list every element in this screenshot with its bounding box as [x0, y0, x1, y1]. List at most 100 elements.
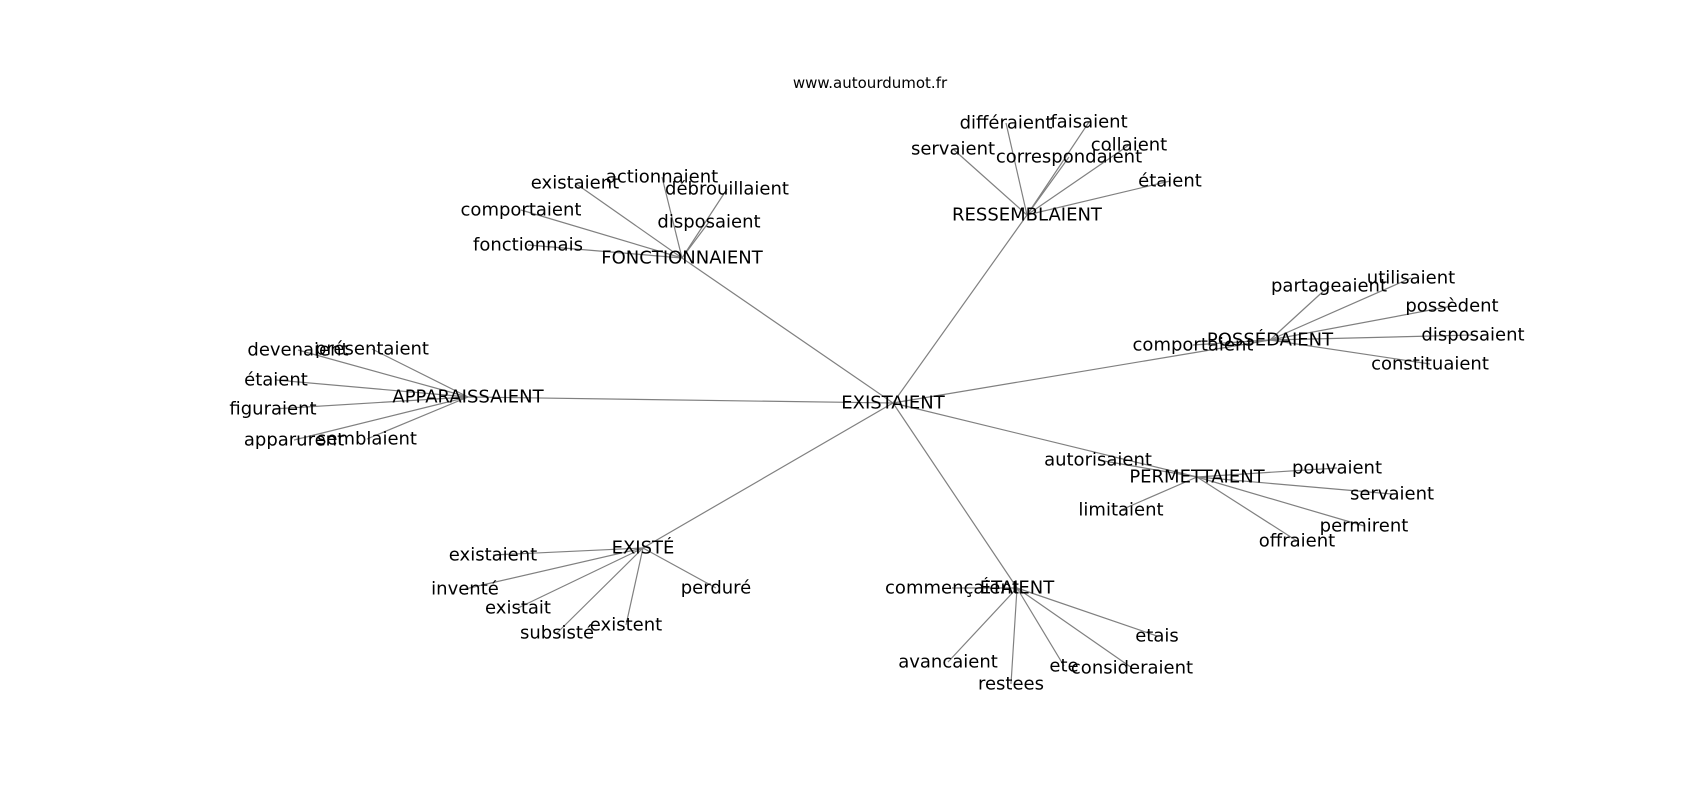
leaf-node-etaient-2[interactable]: restees: [978, 674, 1044, 695]
edge-existe-4: [625, 547, 644, 626]
leaf-node-permettaient-1[interactable]: pouvaient: [1292, 458, 1382, 479]
edge-possedaient-5: [1269, 339, 1431, 365]
edge-ressemblaient-5: [1026, 180, 1171, 216]
edge-possedaient-1: [1269, 277, 1412, 341]
edge-permettaient-4: [1196, 476, 1365, 527]
leaf-node-etaient-0[interactable]: commençaient: [885, 578, 1019, 599]
leaf-node-fonctionnaient-0[interactable]: existaient: [531, 173, 619, 194]
leaf-node-etaient-1[interactable]: avancaient: [898, 652, 998, 673]
edge-existe-5: [642, 547, 717, 589]
edge-permettaient-3: [1120, 476, 1198, 511]
edge-existe-2: [517, 547, 644, 609]
leaf-node-etaient-5[interactable]: consideraient: [1071, 658, 1193, 679]
leaf-node-apparaissaient-4[interactable]: apparurent: [244, 430, 344, 451]
edge-existe-3: [556, 547, 644, 634]
leaf-node-existe-5[interactable]: perduré: [681, 578, 752, 599]
edge-permettaient-2: [1196, 476, 1393, 495]
edge-apparaissaient-0: [297, 349, 469, 398]
leaf-node-ressemblaient-5[interactable]: étaient: [1138, 171, 1202, 192]
edge-etaient-4: [1016, 587, 1158, 637]
edges-layer: [272, 121, 1474, 685]
leaf-node-possedaient-1[interactable]: utilisaient: [1367, 268, 1455, 289]
hub-node-ressemblaient[interactable]: RESSEMBLAIENT: [952, 205, 1103, 226]
leaf-node-existe-4[interactable]: existent: [590, 615, 662, 636]
edge-apparaissaient-3: [272, 396, 469, 410]
edge-etaient-2: [1010, 587, 1018, 685]
edge-center-possedaient: [892, 339, 1271, 404]
hub-node-apparaissaient[interactable]: APPARAISSAIENT: [392, 387, 544, 408]
edge-permettaient-0: [1097, 459, 1198, 478]
leaf-node-fonctionnaient-4[interactable]: disposaient: [657, 212, 760, 233]
leaf-node-fonctionnaient-2[interactable]: débrouillaient: [665, 179, 789, 200]
edge-fonctionnaient-1: [661, 176, 683, 259]
leaf-node-possedaient-4[interactable]: comportaient: [1133, 335, 1254, 356]
leaf-node-ressemblaient-1[interactable]: faisaient: [1050, 112, 1127, 133]
edge-fonctionnaient-0: [574, 182, 683, 259]
leaf-node-permettaient-0[interactable]: autorisaient: [1044, 450, 1152, 471]
edge-apparaissaient-4: [293, 396, 469, 441]
edge-permettaient-1: [1196, 467, 1338, 478]
edge-existe-1: [464, 547, 644, 590]
leaf-node-possedaient-2[interactable]: possèdent: [1405, 296, 1498, 317]
site-title: www.autourdumot.fr: [793, 74, 948, 92]
edge-center-ressemblaient: [892, 214, 1028, 404]
edge-ressemblaient-0: [1005, 122, 1028, 216]
leaf-node-etaient-4[interactable]: etais: [1135, 626, 1179, 647]
edge-etaient-5: [1016, 587, 1133, 669]
edge-ressemblaient-3: [1026, 156, 1070, 216]
leaf-node-existe-0[interactable]: existaient: [449, 545, 537, 566]
edge-center-permettaient: [892, 402, 1198, 478]
edge-apparaissaient-5: [366, 396, 469, 440]
edge-fonctionnaient-3: [520, 209, 683, 259]
leaf-node-permettaient-2[interactable]: servaient: [1350, 484, 1434, 505]
leaf-node-permettaient-3[interactable]: limitaient: [1078, 500, 1163, 521]
edge-etaient-3: [1016, 587, 1065, 667]
leaf-node-ressemblaient-0[interactable]: différaient: [960, 113, 1053, 134]
edge-ressemblaient-2: [952, 148, 1028, 216]
edge-possedaient-3: [1269, 334, 1474, 341]
leaf-node-possedaient-3[interactable]: disposaient: [1421, 325, 1524, 346]
edge-apparaissaient-2: [275, 379, 469, 398]
edge-ressemblaient-1: [1026, 121, 1090, 216]
edge-permettaient-5: [1196, 476, 1298, 542]
leaf-node-apparaissaient-0[interactable]: devenaient: [247, 340, 348, 361]
edge-center-apparaissaient: [467, 396, 894, 404]
hub-node-fonctionnaient[interactable]: FONCTIONNAIENT: [601, 248, 763, 269]
edge-center-etaient: [892, 402, 1018, 589]
hub-node-etaient[interactable]: ÉTAIENT: [980, 577, 1055, 599]
leaf-node-ressemblaient-3[interactable]: correspondaient: [996, 147, 1142, 168]
edge-center-existe: [642, 402, 894, 549]
edge-existe-0: [492, 547, 644, 556]
leaf-node-permettaient-5[interactable]: offraient: [1259, 531, 1335, 552]
hub-node-existe[interactable]: EXISTÉ: [612, 537, 675, 559]
leaf-node-fonctionnaient-5[interactable]: fonctionnais: [473, 235, 583, 256]
leaf-node-ressemblaient-4[interactable]: collaient: [1091, 135, 1167, 156]
leaf-node-existe-3[interactable]: subsisté: [520, 623, 594, 644]
leaf-node-apparaissaient-2[interactable]: étaient: [244, 370, 308, 391]
leaf-node-existe-1[interactable]: inventé: [431, 579, 499, 600]
hub-node-possedaient[interactable]: POSSÉDAIENT: [1207, 329, 1334, 351]
edge-possedaient-2: [1269, 305, 1453, 341]
edge-possedaient-4: [1192, 339, 1271, 346]
leaf-node-apparaissaient-5[interactable]: semblaient: [317, 429, 417, 450]
edge-possedaient-0: [1269, 285, 1330, 341]
leaf-node-ressemblaient-2[interactable]: servaient: [911, 139, 995, 160]
center-node[interactable]: EXISTAIENT: [841, 393, 945, 414]
hub-node-permettaient[interactable]: PERMETTAIENT: [1129, 467, 1265, 488]
edge-fonctionnaient-2: [681, 188, 728, 259]
leaf-node-apparaissaient-1[interactable]: présentaient: [315, 339, 429, 360]
edge-apparaissaient-1: [371, 348, 469, 398]
edge-fonctionnaient-4: [681, 221, 710, 259]
leaf-node-possedaient-0[interactable]: partageaient: [1271, 276, 1387, 297]
leaf-node-existe-2[interactable]: existait: [485, 598, 551, 619]
leaf-node-apparaissaient-3[interactable]: figuraient: [229, 399, 316, 420]
leaf-node-possedaient-5[interactable]: constituaient: [1371, 354, 1489, 375]
leaf-node-etaient-3[interactable]: ete: [1049, 656, 1078, 677]
leaf-node-permettaient-4[interactable]: permirent: [1320, 516, 1409, 537]
labels-layer: existaientactionnaientdébrouillaientcomp…: [229, 112, 1524, 695]
leaf-node-fonctionnaient-3[interactable]: comportaient: [461, 200, 582, 221]
edge-ressemblaient-4: [1026, 144, 1130, 216]
leaf-node-fonctionnaient-1[interactable]: actionnaient: [606, 167, 718, 188]
edge-etaient-1: [947, 587, 1018, 663]
